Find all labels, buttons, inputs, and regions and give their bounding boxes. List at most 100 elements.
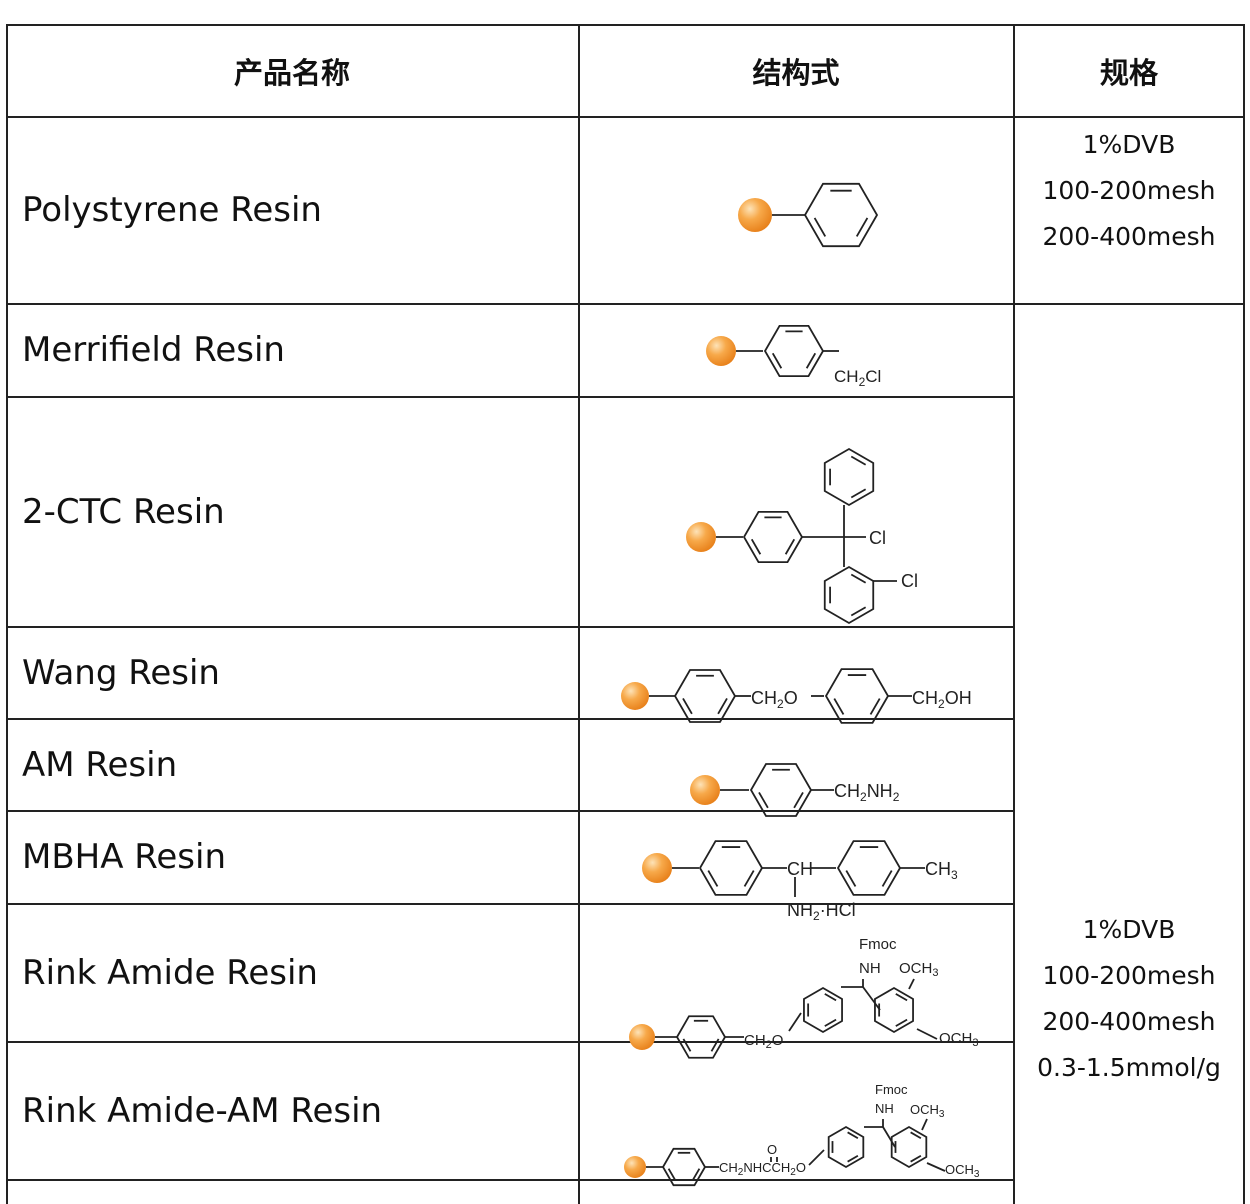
spec-line: 200-400mesh bbox=[1042, 222, 1216, 251]
spec-line: 200-400mesh bbox=[1042, 1007, 1216, 1036]
benzene-ring bbox=[824, 668, 890, 724]
double-bond bbox=[824, 993, 837, 1002]
table-row-divider bbox=[6, 903, 1014, 905]
benzene-ring bbox=[742, 510, 804, 564]
benzene-ring bbox=[673, 669, 737, 723]
benzene-ring bbox=[803, 182, 879, 248]
double-bond bbox=[847, 1154, 859, 1163]
product-name: Polystyrene Resin bbox=[22, 190, 322, 230]
rinkam-fmoc-label: Fmoc bbox=[875, 1082, 908, 1097]
wang-mid-label: CH2O bbox=[751, 688, 798, 711]
table-col-divider bbox=[1013, 24, 1015, 1204]
product-name: AM Resin bbox=[22, 744, 178, 785]
double-bond bbox=[910, 1131, 922, 1140]
product-name: Wang Resin bbox=[22, 652, 220, 693]
double-bond bbox=[682, 697, 693, 715]
benzene-ring bbox=[890, 1125, 928, 1169]
resin-bead bbox=[738, 198, 772, 232]
benzene-ring bbox=[661, 1147, 707, 1187]
benzene-ring bbox=[827, 1125, 865, 1169]
table-row-divider bbox=[6, 1041, 1014, 1043]
benzene-ring bbox=[874, 986, 914, 1034]
spec-line: 100-200mesh bbox=[1042, 961, 1216, 990]
merrifield-label: CH2Cl bbox=[834, 367, 881, 389]
double-bond bbox=[710, 1038, 720, 1052]
product-name: Merrifield Resin bbox=[22, 330, 285, 370]
double-bond bbox=[847, 1131, 859, 1140]
spec-merged: 1%DVB 100-200mesh 200-400mesh 0.3-1.5mmo… bbox=[1014, 907, 1244, 1091]
table-border-right bbox=[1243, 24, 1245, 1204]
spec-line: 0.3-1.5mmol/g bbox=[1037, 1053, 1221, 1082]
double-bond bbox=[881, 870, 893, 887]
double-bond bbox=[717, 697, 728, 715]
benzene-ring bbox=[749, 763, 813, 817]
resin-bead bbox=[629, 1024, 655, 1050]
table-col-divider bbox=[578, 24, 580, 1204]
resin-bead bbox=[624, 1156, 646, 1178]
bond bbox=[788, 1012, 802, 1032]
benzene-ring bbox=[675, 1015, 727, 1059]
double-bond bbox=[855, 217, 869, 237]
double-bond bbox=[845, 870, 857, 887]
double-bond bbox=[750, 538, 762, 555]
mbha-ch-label: CH bbox=[787, 859, 813, 879]
table-border-top bbox=[6, 24, 1244, 26]
spec-line: 1%DVB bbox=[1082, 915, 1176, 944]
benzene-ring bbox=[803, 986, 843, 1034]
spec-line: 100-200mesh bbox=[1042, 176, 1216, 205]
product-name: MBHA Resin bbox=[22, 837, 227, 877]
double-bond bbox=[743, 870, 755, 887]
double-bond bbox=[667, 1168, 676, 1180]
table-row-divider bbox=[6, 116, 1244, 118]
rinkam-nh-label: NH bbox=[875, 1101, 894, 1116]
table-row-divider bbox=[6, 626, 1014, 628]
resin-bead bbox=[642, 853, 672, 883]
bond bbox=[908, 978, 915, 990]
bond bbox=[916, 1028, 938, 1040]
rink-ch2o-label: CH2O bbox=[744, 1032, 783, 1051]
header-spec: 规格 bbox=[1099, 55, 1158, 90]
table-row-divider bbox=[6, 718, 1014, 720]
double-bond bbox=[682, 1038, 692, 1052]
double-bond bbox=[850, 573, 867, 584]
table-border-left bbox=[6, 24, 8, 1204]
rinkam-linker-o-label: O bbox=[767, 1142, 777, 1157]
double-bond bbox=[833, 698, 845, 715]
bond bbox=[926, 1162, 946, 1172]
resin-bead bbox=[686, 522, 716, 552]
rink-och3-top-label: OCH3 bbox=[899, 960, 938, 979]
resin-bead bbox=[690, 775, 720, 805]
table-row-divider bbox=[6, 1179, 1014, 1181]
resin-bead bbox=[621, 682, 649, 710]
ctc-cl-label: Cl bbox=[869, 528, 886, 548]
product-name: Rink Amide-AM Resin bbox=[22, 1090, 383, 1131]
rink-fmoc-label: Fmoc bbox=[859, 936, 897, 953]
benzene-ring bbox=[823, 447, 875, 507]
bond bbox=[882, 1126, 896, 1148]
benzene-ring bbox=[698, 840, 764, 896]
resin-bead bbox=[706, 336, 736, 366]
table-row-divider bbox=[6, 396, 1014, 398]
double-bond bbox=[805, 352, 817, 369]
wang-tail-label: CH2OH bbox=[912, 688, 972, 711]
double-bond bbox=[910, 1154, 922, 1163]
table-row-divider bbox=[6, 810, 1014, 812]
bond bbox=[862, 986, 881, 1011]
double-bond bbox=[813, 217, 827, 237]
double-bond bbox=[758, 791, 769, 809]
double-bond bbox=[850, 455, 867, 466]
double-bond bbox=[869, 698, 881, 715]
double-bond bbox=[707, 870, 719, 887]
double-bond bbox=[850, 606, 867, 617]
benzene-ring bbox=[763, 324, 825, 378]
spec-polystyrene: 1%DVB 100-200mesh 200-400mesh bbox=[1014, 122, 1244, 260]
double-bond bbox=[895, 993, 908, 1002]
double-bond bbox=[850, 488, 867, 499]
benzene-ring bbox=[823, 565, 875, 625]
double-bond bbox=[784, 538, 796, 555]
benzene-ring bbox=[836, 840, 902, 896]
mbha-ch3-label: CH3 bbox=[925, 859, 958, 882]
double-bond bbox=[895, 1018, 908, 1027]
product-name: Rink Amide Resin bbox=[22, 952, 318, 993]
spec-line: 1%DVB bbox=[1082, 130, 1176, 159]
